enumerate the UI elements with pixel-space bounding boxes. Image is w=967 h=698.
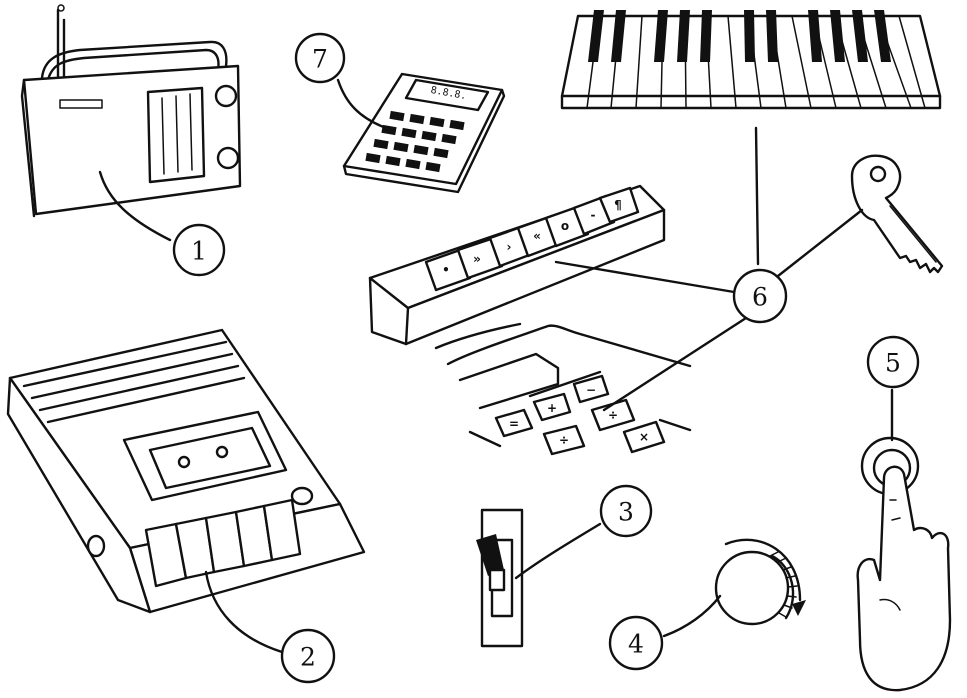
callout-4-leader <box>664 596 720 636</box>
piano-keyboard-icon <box>562 10 940 108</box>
callout-1-label: 1 <box>191 237 207 266</box>
callout-3-leader <box>516 524 600 578</box>
rotary-knob-icon <box>716 540 806 624</box>
callout-3-label: 3 <box>618 498 634 527</box>
keypad-key-3-label: − <box>586 383 596 397</box>
keypad-key-5-label: ÷ <box>559 433 569 447</box>
strip-button-record-label: • <box>442 263 450 277</box>
strip-button-stop-label: o <box>561 219 569 233</box>
keypad-key-6-label: × <box>639 430 649 444</box>
callout-6: 6 <box>734 270 786 322</box>
strip-button-play-label: › <box>507 240 512 254</box>
strip-button-pause-label: - <box>591 208 596 222</box>
callout-3: 3 <box>601 486 651 536</box>
strip-button-ffwd-label: » <box>473 252 481 266</box>
button-strip-icon: • » › « o - ¶ <box>370 186 664 344</box>
callout-5: 5 <box>868 337 918 387</box>
callout-6-label: 6 <box>752 283 768 312</box>
calculator-icon: 8.8.8. <box>344 74 504 192</box>
callout-6-leaders <box>556 128 862 410</box>
radio-icon <box>22 5 240 216</box>
callout-2-label: 2 <box>300 643 316 672</box>
strip-button-rewind-label: « <box>533 229 541 243</box>
strip-button-eject-label: ¶ <box>614 198 622 212</box>
key-icon <box>852 156 942 272</box>
callout-4: 4 <box>610 617 662 669</box>
callout-7-label: 7 <box>312 45 328 74</box>
callout-5-label: 5 <box>885 349 901 378</box>
keypad-icon: = + − ÷ ÷ × <box>436 324 690 454</box>
callout-1: 1 <box>174 225 224 275</box>
callout-2: 2 <box>282 630 334 682</box>
keypad-key-1-label: = <box>509 417 519 431</box>
callout-4-label: 4 <box>628 630 644 659</box>
callout-7: 7 <box>296 34 344 82</box>
keypad-key-2-label: + <box>547 401 557 415</box>
hand-icon <box>858 467 950 690</box>
cassette-recorder-icon <box>8 330 364 612</box>
keypad-key-4-label: ÷ <box>608 408 618 422</box>
